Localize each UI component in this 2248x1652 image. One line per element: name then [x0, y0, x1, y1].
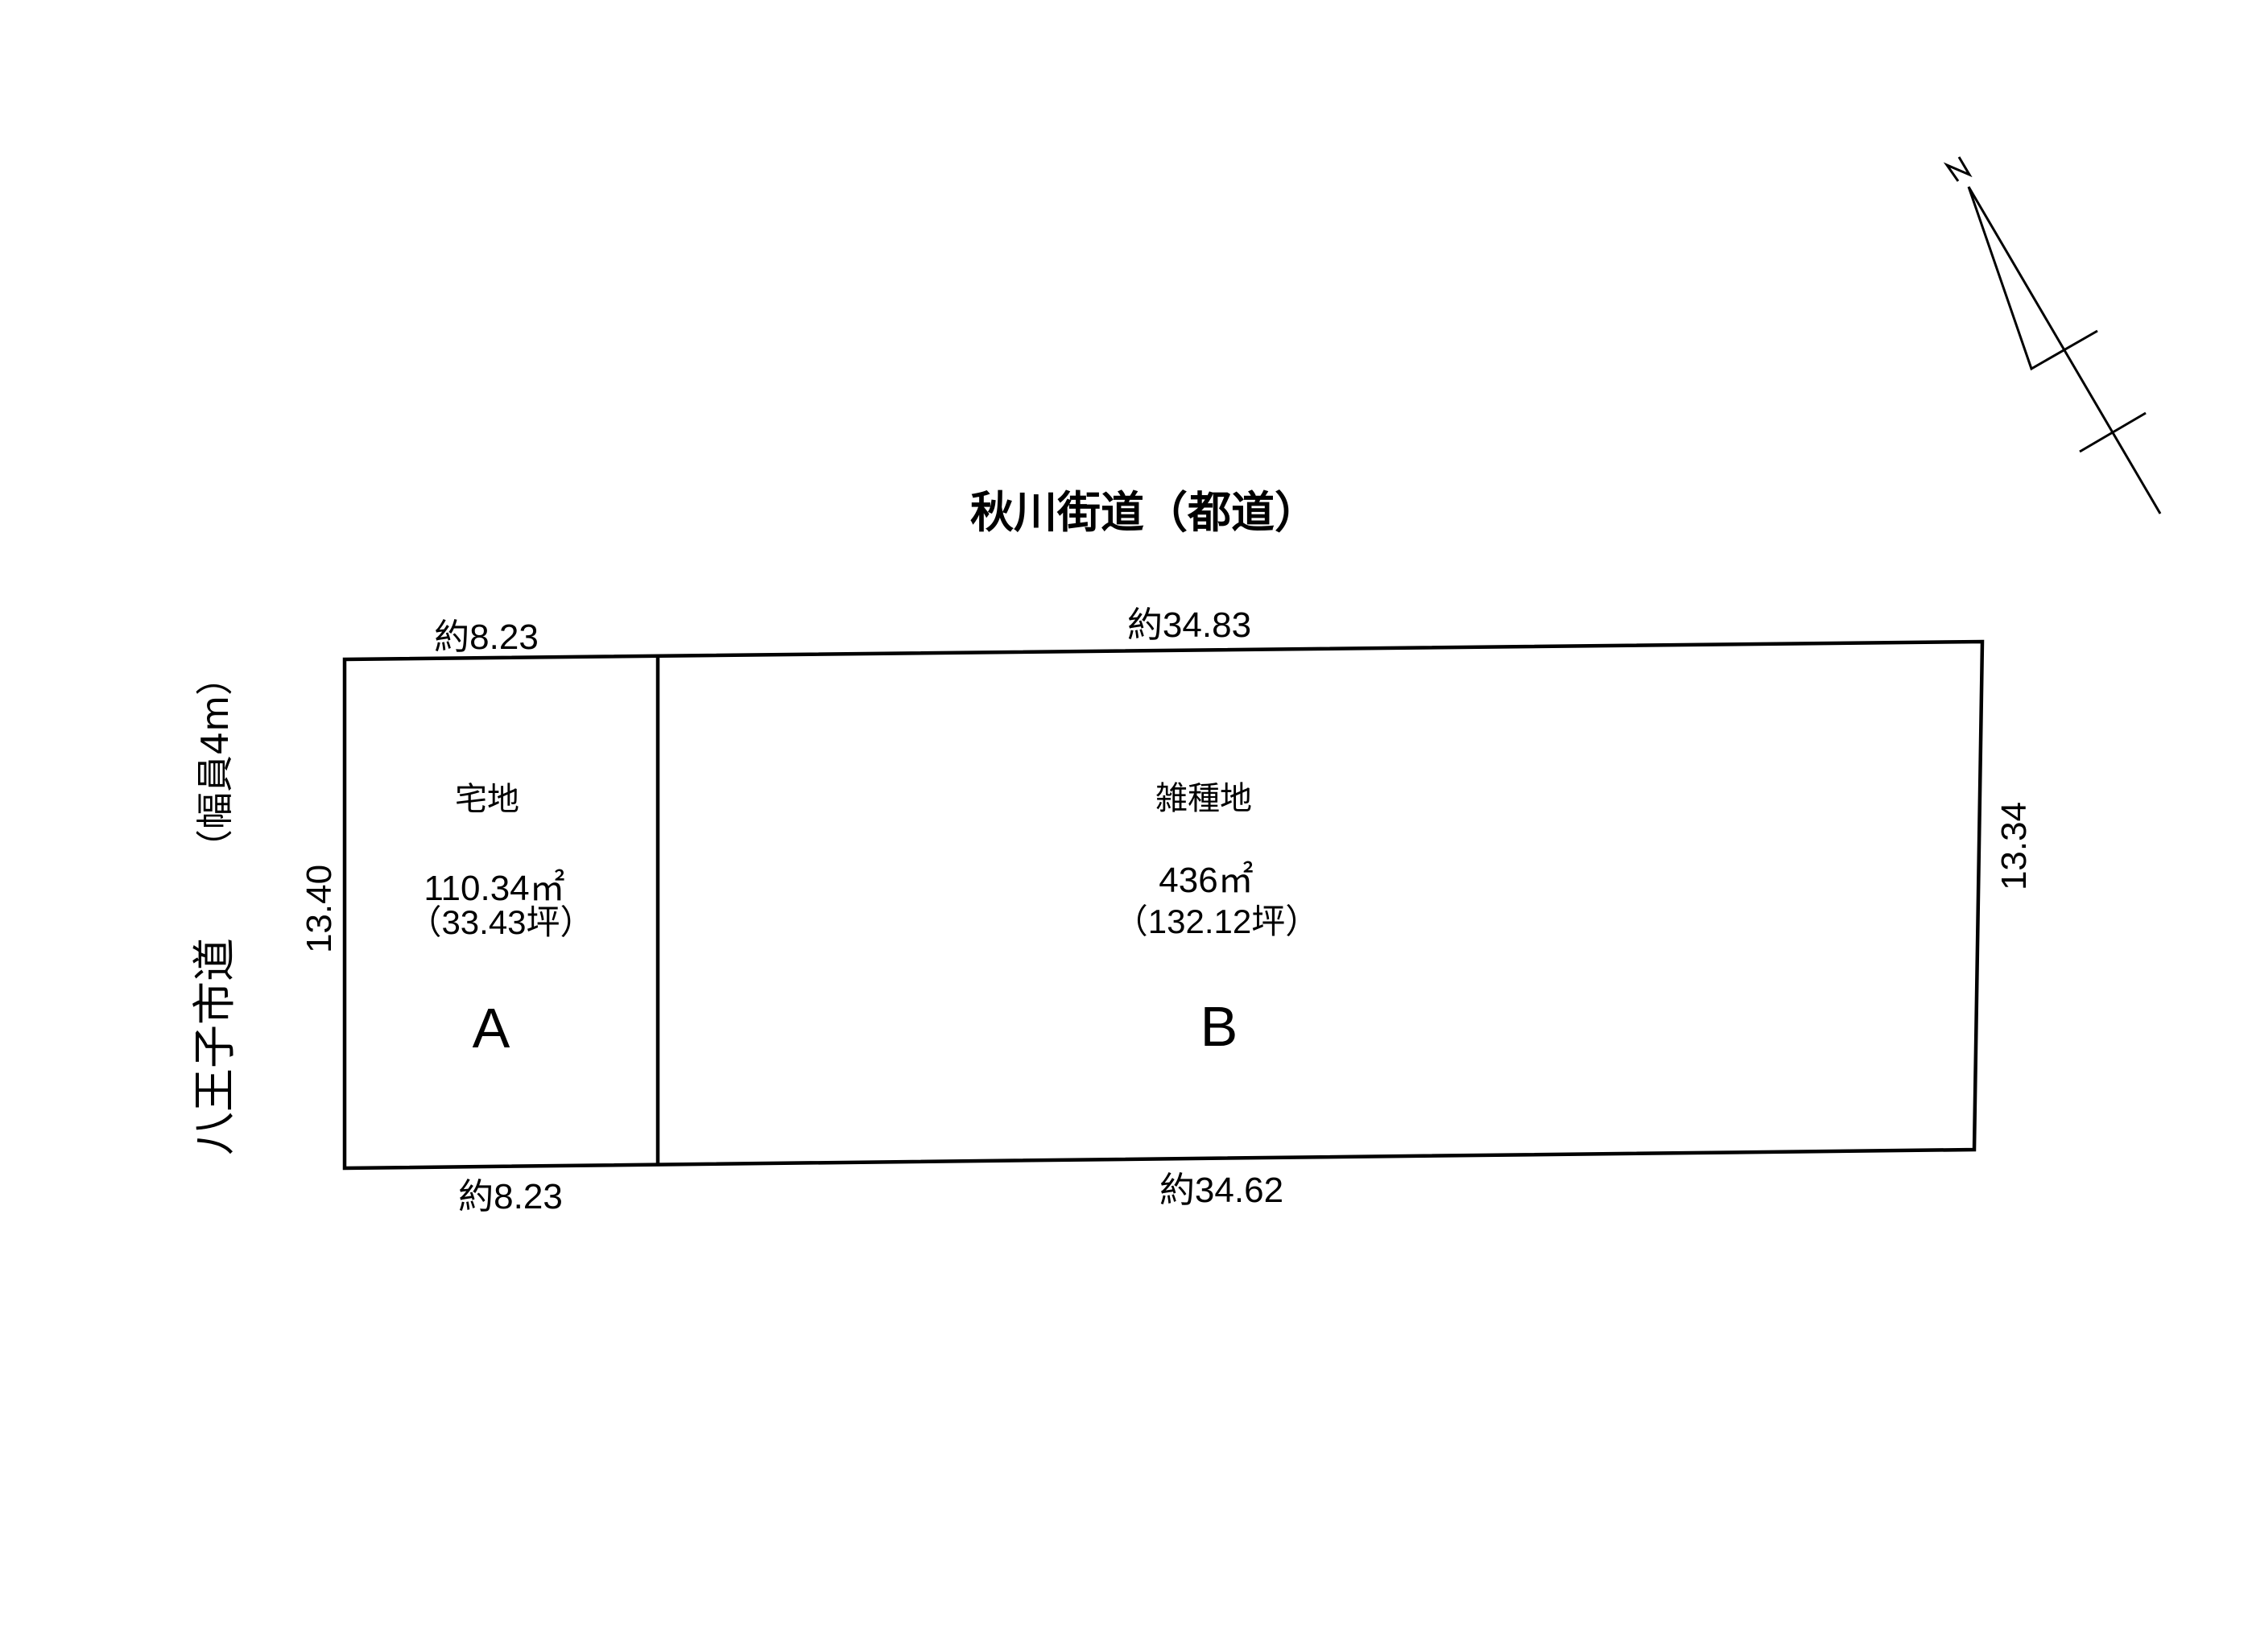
parcel-outline — [342, 639, 1985, 1171]
parcel-b: 雑種地 436㎡ （132.12坪） B — [1114, 780, 1319, 1058]
road-width-note: （幅員4m） — [193, 659, 237, 866]
north-letter-n-glyph — [1943, 156, 1973, 182]
dimension-top-a: 約8.23 — [434, 617, 539, 657]
parcel-a-letter: A — [473, 997, 510, 1059]
north-arrow-icon — [1943, 156, 2162, 514]
north-arrow-crossbar — [2079, 411, 2147, 453]
parcel-b-area-tsubo: （132.12坪） — [1114, 902, 1319, 940]
dimension-right: 13.34 — [1994, 802, 2034, 890]
parcel-b-letter: B — [1200, 995, 1238, 1058]
north-arrow-head — [1967, 186, 2098, 371]
parcel-a-area-m2: 110.34㎡ — [424, 869, 564, 908]
parcel-a: 宅地 110.34㎡ （33.43坪） A — [407, 781, 593, 1059]
dimension-bottom-b: 約34.62 — [1159, 1171, 1283, 1210]
parcel-b-use: 雑種地 — [1155, 780, 1252, 817]
dimension-top-b: 約34.83 — [1127, 605, 1251, 645]
road-label-hachioji: 八王子市道 — [189, 938, 240, 1155]
dimension-left: 13.40 — [300, 865, 339, 953]
parcel-a-use: 宅地 — [455, 781, 519, 818]
north-arrow-shaft — [1967, 186, 2162, 514]
dimension-bottom-a: 約8.23 — [458, 1177, 563, 1216]
parcel-a-area-tsubo: （33.43坪） — [407, 903, 593, 941]
road-label-akigawa: 秋川街道（都道） — [970, 487, 1318, 538]
parcel-b-area-m2: 436㎡ — [1159, 861, 1253, 900]
